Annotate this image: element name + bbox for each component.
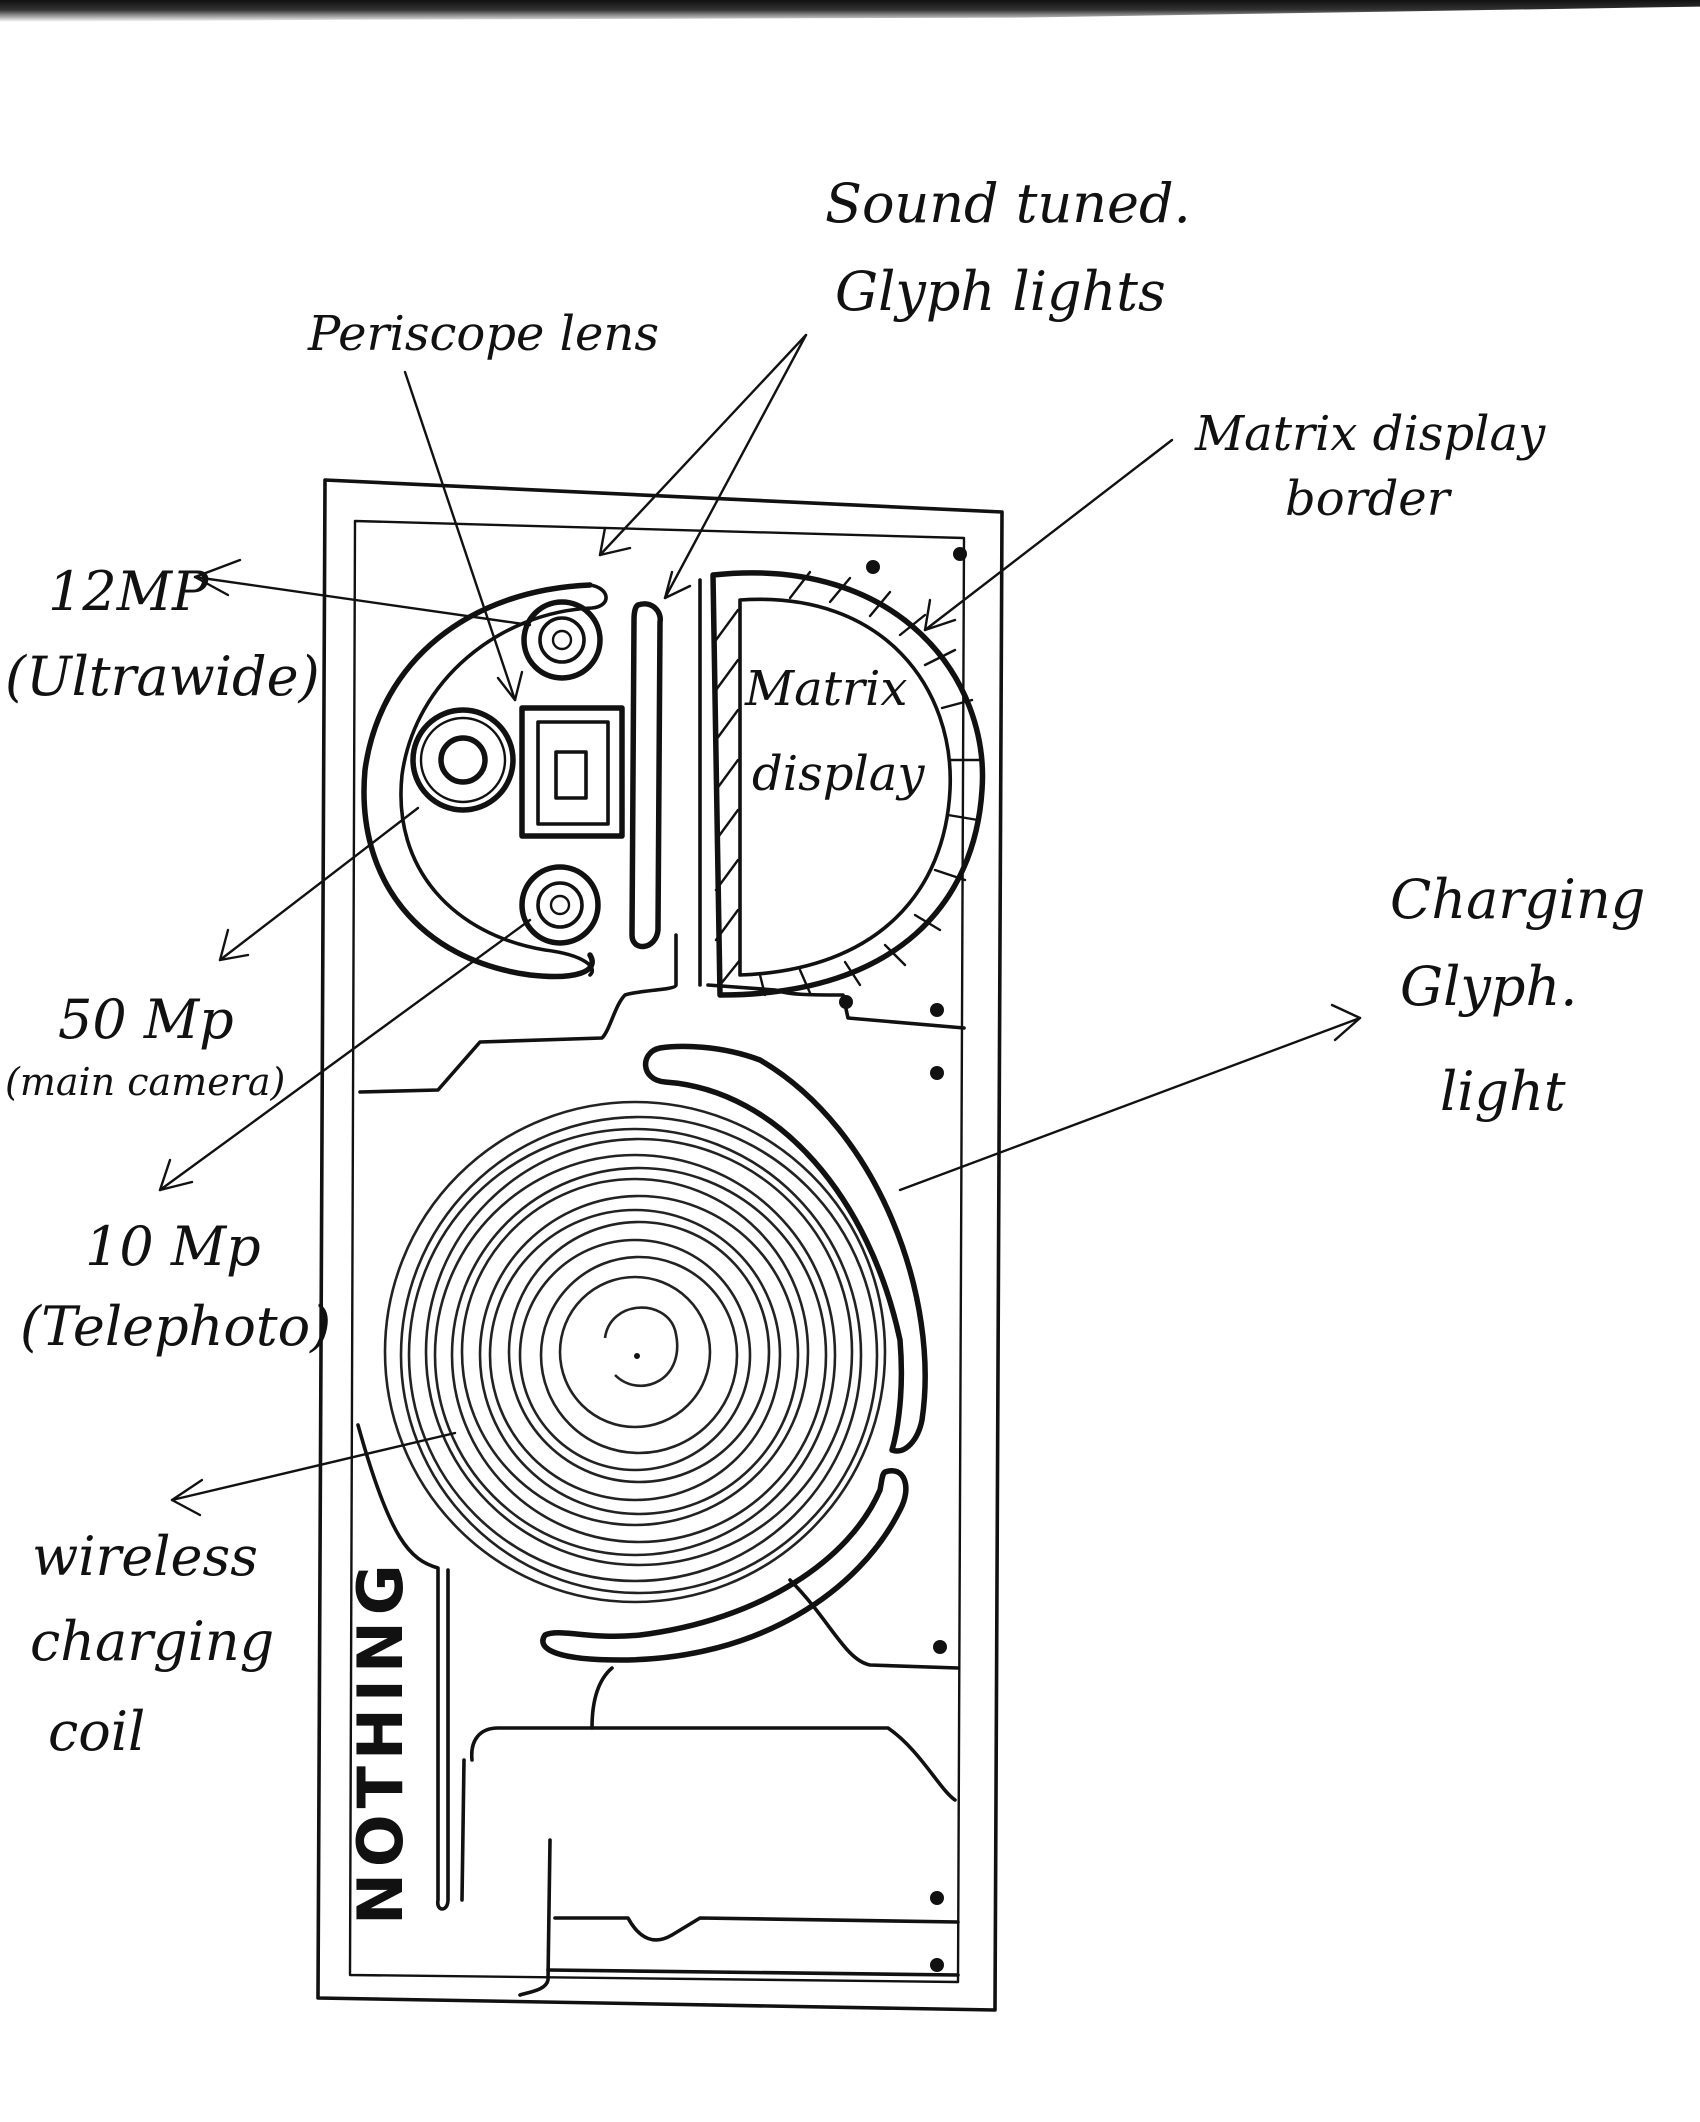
label-ultrawide-line2: (Ultrawide): [5, 645, 320, 708]
label-charging-glyph-light: Charging Glyph. light: [1390, 868, 1645, 1123]
label-charging-glyph-line1: Charging: [1390, 868, 1645, 931]
coil-ring: [478, 1194, 800, 1516]
camera-glyph-arc: [361, 582, 595, 980]
coil-ring: [450, 1166, 828, 1544]
coil-ring: [539, 1255, 739, 1455]
coil-ring: [433, 1153, 837, 1557]
coil-ring: [488, 1208, 782, 1502]
circuit-traces-lower: [460, 1578, 960, 1997]
label-periscope-lens: Periscope lens: [307, 306, 659, 362]
coil-ring: [424, 1137, 854, 1567]
label-matrix-border-line2: border: [1285, 471, 1453, 527]
label-wireless-coil-line3: coil: [48, 1700, 145, 1763]
matrix-display-border: [710, 570, 986, 998]
circuit-traces-upper: [358, 578, 966, 1094]
matrix-display-label-line2: display: [752, 746, 925, 802]
main-camera-lens: [410, 707, 516, 813]
label-ultrawide-line1: 12MP: [48, 560, 210, 623]
coil-ring: [558, 1275, 712, 1429]
label-sound-tuned-line1: Sound tuned.: [825, 172, 1191, 235]
camera-module: [361, 582, 625, 980]
brand-logo-nothing: NOTHING: [344, 1558, 417, 1925]
periscope-lens: [519, 705, 625, 839]
label-telephoto-line1: 10 Mp: [85, 1215, 261, 1278]
label-main-camera-line2: (main camera): [5, 1060, 285, 1104]
label-periscope-line1: Periscope lens: [307, 306, 659, 362]
label-main-camera-line1: 50 Mp: [58, 988, 234, 1051]
matrix-display: Matrix display: [710, 570, 986, 998]
coil-inner-ring: [603, 1306, 679, 1387]
label-wireless-coil-line2: charging: [30, 1610, 274, 1673]
leader-lines: [158, 333, 1362, 1517]
label-sound-tuned-line2: Glyph lights: [835, 260, 1166, 323]
label-wireless-coil-line1: wireless: [32, 1525, 258, 1588]
charging-glyph-light: [642, 1043, 928, 1454]
phone-outer-frame: [316, 478, 1004, 2012]
wireless-charging-coil: [383, 1100, 887, 1604]
label-sound-tuned-glyph-lights: Sound tuned. Glyph lights: [825, 172, 1191, 323]
vertical-glyph-light: [629, 601, 663, 950]
telephoto-lens: [519, 864, 601, 946]
label-matrix-border-line1: Matrix display: [1194, 406, 1546, 462]
coil-ring: [518, 1238, 752, 1472]
label-charging-glyph-line3: light: [1440, 1060, 1566, 1123]
label-12mp-ultrawide: 12MP (Ultrawide): [5, 560, 320, 708]
matrix-border-hatching: [714, 570, 982, 997]
label-matrix-display-border: Matrix display border: [1194, 406, 1546, 527]
left-side-glyph-strip: [356, 1423, 450, 1911]
ultrawide-lens: [521, 599, 603, 681]
lower-glyph-light: [540, 1468, 909, 1663]
coil-ring: [399, 1115, 879, 1595]
coil-ring: [460, 1177, 810, 1527]
screw-dots: [839, 547, 967, 1972]
label-wireless-charging-coil: wireless charging coil: [30, 1525, 274, 1763]
label-50mp-main-camera: 50 Mp (main camera): [5, 988, 285, 1104]
coil-ring: [507, 1220, 771, 1484]
coil-ring: [407, 1127, 863, 1583]
label-10mp-telephoto: 10 Mp (Telephoto): [20, 1215, 331, 1358]
coil-ring: [383, 1100, 887, 1604]
label-charging-glyph-line2: Glyph.: [1400, 955, 1577, 1018]
matrix-display-label-line1: Matrix: [744, 661, 907, 717]
label-telephoto-line2: (Telephoto): [20, 1295, 331, 1358]
phone-inner-frame: [348, 519, 966, 1984]
